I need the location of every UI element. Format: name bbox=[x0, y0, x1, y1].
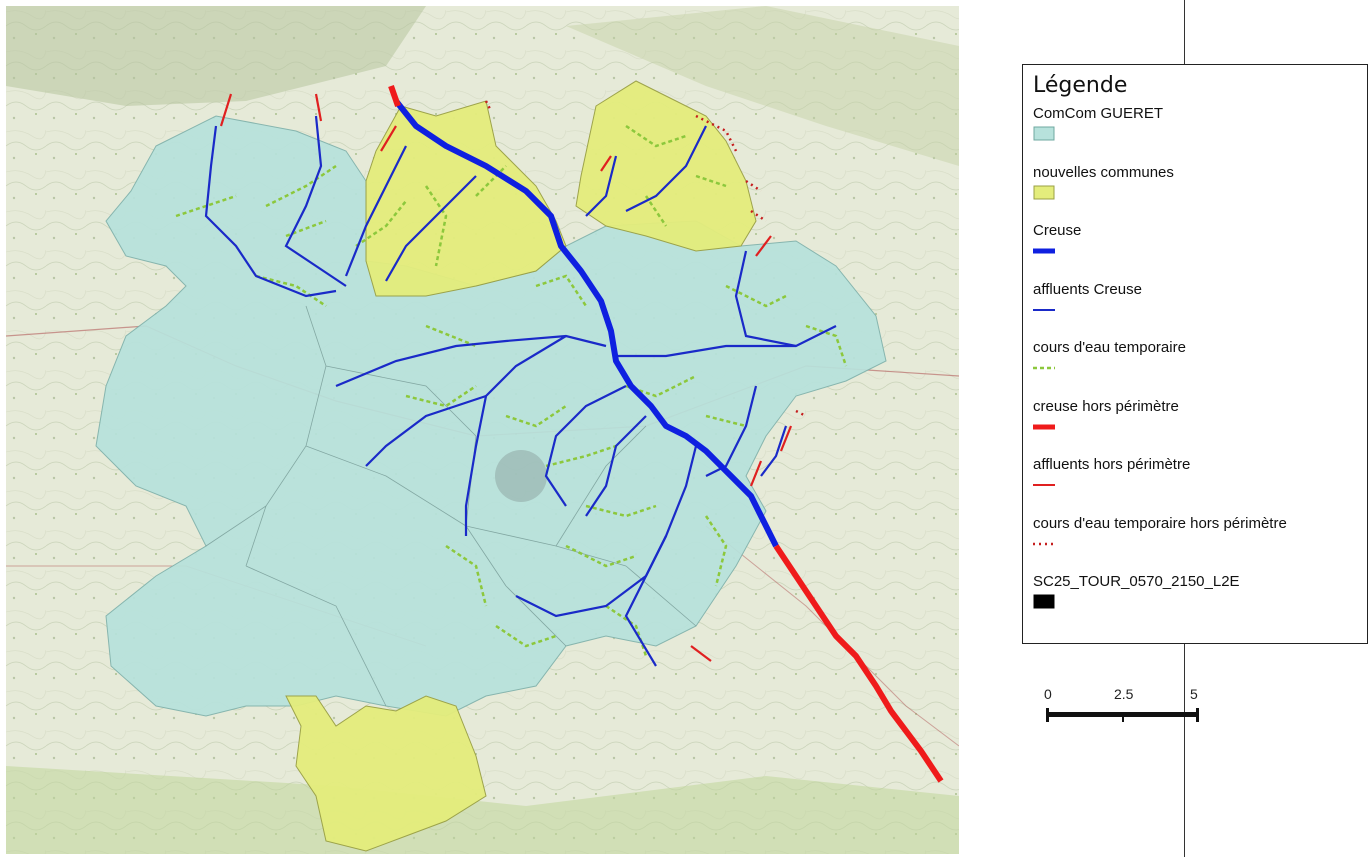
legend-item: SC25_TOUR_0570_2150_L2E bbox=[1033, 573, 1240, 609]
town-gueret bbox=[495, 450, 547, 502]
scale-bar: 0 2.5 5 bbox=[1040, 686, 1220, 746]
legend-swatch bbox=[1033, 126, 1055, 141]
legend-item: affluents hors périmètre bbox=[1033, 456, 1190, 491]
legend-item: creuse hors périmètre bbox=[1033, 398, 1179, 433]
creuse-out-of-perimeter[interactable] bbox=[773, 544, 944, 783]
scale-label-5: 5 bbox=[1190, 686, 1198, 702]
legend-item: nouvelles communes bbox=[1033, 164, 1174, 199]
legend-item-label: nouvelles communes bbox=[1033, 163, 1174, 181]
new-communes-northeast[interactable] bbox=[575, 80, 757, 252]
legend-item-label: cours d'eau temporaire bbox=[1033, 339, 1186, 356]
scale-bar-graphic bbox=[1046, 708, 1199, 722]
legend-item-label: SC25_TOUR_0570_2150_L2E bbox=[1033, 573, 1240, 590]
new-communes-north[interactable] bbox=[365, 100, 567, 297]
map-frame[interactable] bbox=[6, 6, 959, 854]
legend-item-label: ComCom GUERET bbox=[1033, 105, 1164, 122]
legend-item-label: creuse hors périmètre bbox=[1033, 397, 1179, 415]
legend-fill-swatch bbox=[1033, 185, 1055, 199]
new-communes-south[interactable] bbox=[285, 695, 487, 852]
legend-swatch bbox=[1033, 243, 1055, 257]
legend-item: affluents Creuse bbox=[1033, 281, 1142, 316]
scale-label-2-5: 2.5 bbox=[1114, 686, 1134, 702]
legend-item: ComCom GUERET bbox=[1033, 105, 1164, 141]
forest-patch bbox=[566, 6, 959, 166]
legend-swatch bbox=[1033, 419, 1055, 433]
creuse-river[interactable] bbox=[393, 99, 779, 548]
scale-label-0: 0 bbox=[1044, 686, 1052, 702]
affluents-out-of-perimeter bbox=[219, 93, 793, 662]
legend-swatch bbox=[1033, 185, 1055, 199]
legend-title: Légende bbox=[1033, 73, 1128, 98]
forest-patch bbox=[6, 766, 959, 854]
legend-fill-swatch bbox=[1033, 594, 1055, 609]
legend-item: cours d'eau temporaire hors périmètre bbox=[1033, 515, 1287, 550]
forest-patch bbox=[6, 6, 426, 106]
creuse-out-upstream bbox=[388, 85, 401, 107]
legend-item-label: Creuse bbox=[1033, 222, 1082, 239]
legend-swatch bbox=[1033, 477, 1055, 491]
legend-item: cours d'eau temporaire bbox=[1033, 339, 1186, 374]
legend-item: Creuse bbox=[1033, 222, 1081, 257]
legend-swatch bbox=[1033, 360, 1055, 374]
temporary-out-of-perimeter bbox=[484, 100, 807, 418]
map-canvas[interactable] bbox=[6, 6, 959, 854]
legend-swatch bbox=[1033, 536, 1055, 550]
legend-swatch bbox=[1033, 302, 1055, 316]
affluents-creuse bbox=[204, 115, 837, 667]
legend-item-label: affluents Creuse bbox=[1033, 280, 1142, 298]
legend-fill-swatch bbox=[1033, 126, 1055, 141]
legend-item-label: cours d'eau temporaire hors périmètre bbox=[1033, 514, 1287, 532]
legend-item-label: affluents hors périmètre bbox=[1033, 456, 1191, 473]
legend-swatch bbox=[1033, 594, 1055, 609]
